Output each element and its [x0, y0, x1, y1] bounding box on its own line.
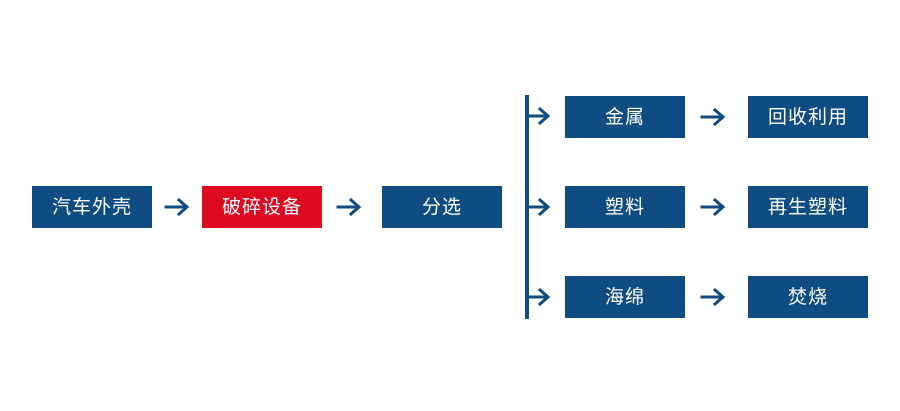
node-sponge[interactable]: 海绵 [565, 276, 685, 318]
node-label: 焚烧 [787, 286, 828, 308]
node-incineration[interactable]: 焚烧 [748, 276, 868, 318]
node-label: 破碎设备 [221, 196, 302, 218]
node-car-shell[interactable]: 汽车外壳 [32, 186, 152, 228]
node-label: 再生塑料 [767, 196, 848, 218]
node-label: 汽车外壳 [51, 196, 132, 218]
node-label: 金属 [604, 106, 645, 128]
node-label: 塑料 [604, 196, 645, 218]
node-recycling-reuse[interactable]: 回收利用 [748, 96, 868, 138]
branch-right-arrow-icon-plastic [527, 196, 555, 218]
node-sorting[interactable]: 分选 [382, 186, 502, 228]
node-label: 分选 [421, 196, 462, 218]
right-arrow-icon-metal-to-recycle [700, 106, 730, 128]
right-arrow-icon-shell-to-shredder [164, 196, 194, 218]
node-plastic[interactable]: 塑料 [565, 186, 685, 228]
node-label: 回收利用 [767, 106, 848, 128]
node-metal[interactable]: 金属 [565, 96, 685, 138]
right-arrow-icon-plastic-to-recycled-plastic [700, 196, 730, 218]
right-arrow-icon-sponge-to-incineration [700, 286, 730, 308]
node-recycled-plastic[interactable]: 再生塑料 [748, 186, 868, 228]
node-label: 海绵 [604, 286, 645, 308]
branch-right-arrow-icon-metal [527, 105, 555, 127]
branch-right-arrow-icon-sponge [527, 286, 555, 308]
node-shredder-equipment[interactable]: 破碎设备 [202, 186, 322, 228]
right-arrow-icon-shredder-to-sorting [336, 196, 366, 218]
